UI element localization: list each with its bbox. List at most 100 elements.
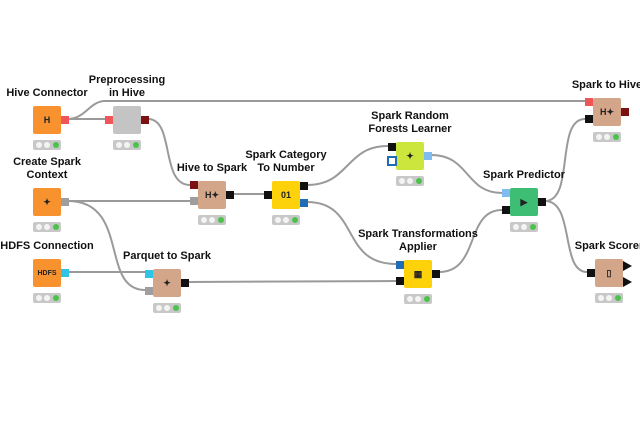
output-port[interactable] [432, 270, 440, 278]
status-light-executed [52, 295, 59, 301]
input-port[interactable] [502, 206, 510, 214]
status-light [606, 295, 612, 301]
status-light [164, 305, 170, 311]
node-status-indicator [272, 215, 300, 225]
input-port[interactable] [145, 270, 153, 278]
preprocessing-in-hive-icon [113, 106, 141, 134]
input-port[interactable] [387, 156, 397, 166]
node-spark-category-to-number[interactable]: 01 [272, 181, 300, 209]
status-light [44, 142, 50, 148]
spark-random-forests-learner-icon: ✦ [406, 150, 414, 161]
status-light [124, 142, 130, 148]
connection [544, 200, 588, 273]
node-spark-transformations-applier[interactable]: ▦ [404, 260, 432, 288]
input-port[interactable] [388, 143, 396, 151]
output-port[interactable] [61, 269, 69, 277]
node-status-indicator [404, 294, 432, 304]
node-spark-random-forests-learner[interactable]: ✦ [396, 142, 424, 170]
status-light-executed [132, 142, 139, 148]
node-parquet-to-spark[interactable]: ✦ [153, 269, 181, 297]
node-label: Hive Connector [6, 87, 88, 99]
node-hive-to-spark[interactable]: H✦ [198, 181, 226, 209]
node-label: Spark Scorer [574, 240, 640, 252]
status-light [155, 305, 162, 311]
status-light [44, 295, 50, 301]
input-port[interactable] [145, 287, 153, 295]
status-light [512, 224, 519, 230]
node-label: Create Spark [13, 156, 81, 168]
node-status-indicator [33, 293, 61, 303]
input-port[interactable] [105, 116, 113, 124]
connection [67, 200, 146, 291]
status-light [521, 224, 527, 230]
connection [67, 100, 585, 120]
parquet-to-spark-icon: ✦ [163, 277, 171, 288]
node-create-spark-context[interactable]: ✦ [33, 188, 61, 216]
output-port[interactable] [623, 261, 632, 271]
output-port[interactable] [538, 198, 546, 206]
create-spark-context-icon: ✦ [43, 196, 51, 207]
hdfs-connection-icon: HDFS [37, 269, 57, 277]
spark-to-hive-icon: H✦ [599, 106, 615, 117]
node-preprocessing-in-hive[interactable] [113, 106, 141, 134]
connection [306, 201, 397, 265]
status-light [35, 224, 42, 230]
node-label: in Hive [108, 87, 146, 99]
node-label: Spark Category [245, 149, 327, 161]
node-status-indicator [510, 222, 538, 232]
output-port[interactable] [61, 198, 69, 206]
node-label: Spark to Hive [571, 79, 640, 91]
input-port[interactable] [585, 115, 593, 123]
node-status-indicator [198, 215, 226, 225]
node-label: Forests Learner [368, 123, 452, 135]
status-light [44, 224, 50, 230]
spark-scorer-icon: ▯ [606, 267, 612, 278]
status-light [595, 134, 602, 140]
node-spark-predictor[interactable]: ▶ [510, 188, 538, 216]
output-port[interactable] [181, 279, 189, 287]
output-port[interactable] [621, 108, 629, 116]
node-status-indicator [396, 176, 424, 186]
hive-connector-icon: H [43, 115, 51, 125]
status-light [200, 217, 207, 223]
node-status-indicator [33, 140, 61, 150]
input-port[interactable] [585, 98, 593, 106]
status-light [398, 178, 405, 184]
output-port[interactable] [300, 199, 308, 207]
output-port[interactable] [300, 182, 308, 190]
status-light-executed [217, 217, 224, 223]
status-light [283, 217, 289, 223]
input-port[interactable] [396, 261, 404, 269]
status-light-executed [423, 296, 430, 302]
status-light [209, 217, 215, 223]
node-label: Context [26, 169, 68, 181]
node-spark-scorer[interactable]: ▯ [595, 259, 623, 287]
input-port[interactable] [502, 189, 510, 197]
status-light-executed [529, 224, 536, 230]
status-light [115, 142, 122, 148]
output-port[interactable] [623, 277, 632, 287]
node-hive-connector[interactable]: H [33, 106, 61, 134]
output-port[interactable] [141, 116, 149, 124]
node-hdfs-connection[interactable]: HDFS [33, 259, 61, 287]
output-port[interactable] [424, 152, 432, 160]
output-port[interactable] [226, 191, 234, 199]
spark-transformations-applier-icon: ▦ [413, 268, 423, 279]
spark-category-to-number-icon: 01 [280, 190, 291, 200]
input-port[interactable] [587, 269, 595, 277]
input-port[interactable] [264, 191, 272, 199]
input-port[interactable] [396, 277, 404, 285]
status-light-executed [52, 224, 59, 230]
node-label: Spark Transformations [358, 228, 478, 240]
node-spark-to-hive[interactable]: H✦ [593, 98, 621, 126]
status-light-executed [291, 217, 298, 223]
connection [544, 118, 586, 202]
status-light [597, 295, 604, 301]
input-port[interactable] [190, 197, 198, 205]
input-port[interactable] [190, 181, 198, 189]
status-light [35, 295, 42, 301]
output-port[interactable] [61, 116, 69, 124]
node-label: Spark Predictor [483, 169, 565, 181]
hive-to-spark-icon: H✦ [204, 189, 220, 200]
